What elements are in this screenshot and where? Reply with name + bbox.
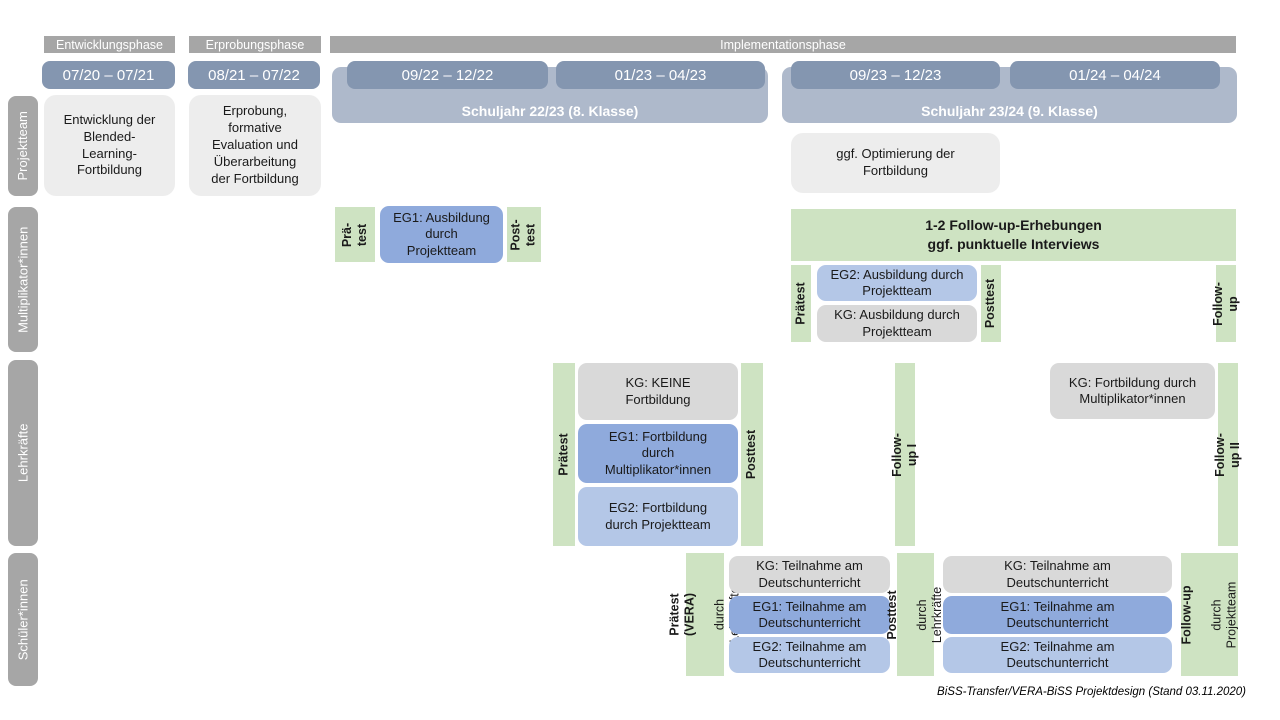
schoolyear-label-22-23: Schuljahr 22/23 (8. Klasse) [461, 103, 639, 119]
posttest-bar-multiplikatoren-2-text: Posttest [983, 278, 998, 329]
followup1-bar-lehrkraefte-text: Follow-up I [890, 432, 919, 477]
date-bar-08-21-07-22: 08/21 – 07/22 [188, 61, 320, 89]
followup-bar-schueler: Follow-up durch Projektteam [1180, 553, 1239, 676]
box-eg1-ausbildung-projektteam: EG1: Ausbildung durch Projektteam [380, 206, 503, 263]
row-label-projektteam-text: Projektteam [15, 111, 31, 181]
box-followup-erhebungen: 1-2 Follow-up-Erhebungen ggf. punktuelle… [791, 209, 1236, 261]
row-label-lehrkraefte-text: Lehrkräfte [15, 423, 31, 483]
box-eg1-fortbildung-multiplikatoren: EG1: Fortbildung durch Multiplikator*inn… [578, 424, 738, 483]
date-bar-09-23-12-23: 09/23 – 12/23 [791, 61, 1000, 89]
row-label-projektteam: Projektteam [8, 96, 38, 196]
box-entwicklung-fortbildung: Entwicklung der Blended- Learning- Fortb… [44, 95, 175, 196]
pretest-bar-multiplikatoren-1-text: Prä- test [339, 222, 369, 247]
box-kg-teilnahme-1: KG: Teilnahme am Deutschunterricht [729, 556, 890, 593]
date-bar-07-20-07-21: 07/20 – 07/21 [42, 61, 175, 89]
box-optimierung-fortbildung: ggf. Optimierung der Fortbildung [791, 133, 1000, 193]
box-eg2-teilnahme-2: EG2: Teilnahme am Deutschunterricht [943, 637, 1172, 673]
followup-schueler-bold: Follow-up [1179, 584, 1194, 645]
box-erprobung-evaluation: Erprobung, formative Evaluation und Über… [189, 95, 321, 196]
box-eg2-teilnahme-1: EG2: Teilnahme am Deutschunterricht [729, 637, 890, 673]
date-bar-09-22-12-22: 09/22 – 12/22 [347, 61, 548, 89]
pretest-bar-lehrkraefte-text: Prätest [556, 433, 571, 476]
followup2-bar-lehrkraefte: Follow-up II [1213, 363, 1242, 546]
posttest-bar-multiplikatoren-1-text: Post- test [509, 218, 538, 251]
pretest-bar-multiplikatoren-2: Prätest [791, 265, 811, 342]
pretest-bar-multiplikatoren-1: Prä- test [335, 207, 375, 262]
box-kg-ausbildung-projektteam: KG: Ausbildung durch Projektteam [817, 305, 977, 342]
followup-bar-multiplikatoren-text: Follow-up [1211, 281, 1240, 326]
box-eg2-ausbildung-projektteam: EG2: Ausbildung durch Projektteam [817, 265, 977, 301]
followup2-bar-lehrkraefte-text: Follow-up II [1213, 432, 1242, 477]
posttest-schueler-bold: Posttest [885, 589, 900, 640]
posttest-schueler-sub: durch Lehrkräfte [915, 586, 945, 643]
box-kg-teilnahme-2: KG: Teilnahme am Deutschunterricht [943, 556, 1172, 593]
posttest-bar-schueler: Posttest durch Lehrkräfte [886, 553, 945, 676]
phase-header-entwicklung: Entwicklungsphase [44, 36, 175, 53]
phase-header-implementation: Implementationsphase [330, 36, 1236, 53]
posttest-bar-multiplikatoren-1: Post- test [507, 207, 541, 262]
followup-bar-schueler-text: Follow-up durch Projektteam [1165, 581, 1255, 648]
box-eg1-teilnahme-1: EG1: Teilnahme am Deutschunterricht [729, 596, 890, 634]
pretest-bar-lehrkraefte: Prätest [553, 363, 575, 546]
pretest-vera-bar-schueler: Prätest (VERA) durch Lehrkräfte [668, 553, 742, 676]
followup1-bar-lehrkraefte: Follow-up I [890, 363, 919, 546]
row-label-lehrkraefte: Lehrkräfte [8, 360, 38, 546]
schoolyear-label-23-24: Schuljahr 23/24 (9. Klasse) [921, 103, 1098, 119]
date-bar-01-23-04-23: 01/23 – 04/23 [556, 61, 765, 89]
posttest-bar-lehrkraefte-text: Posttest [744, 429, 759, 480]
pretest-bar-multiplikatoren-2-text: Prätest [793, 282, 808, 325]
posttest-bar-multiplikatoren-2: Posttest [981, 265, 1001, 342]
diagram-caption: BiSS-Transfer/VERA-BiSS Projektdesign (S… [937, 686, 1246, 698]
row-label-schueler-text: Schüler*innen [15, 579, 31, 660]
posttest-bar-lehrkraefte: Posttest [741, 363, 763, 546]
box-eg1-teilnahme-2: EG1: Teilnahme am Deutschunterricht [943, 596, 1172, 634]
pretest-vera-bold: Prätest (VERA) [667, 592, 697, 637]
followup-schueler-sub: durch Projektteam [1209, 581, 1239, 648]
row-label-multiplikatoren: Multiplikator*innen [8, 207, 38, 352]
followup-bar-multiplikatoren: Follow-up [1211, 265, 1240, 342]
box-kg-keine-fortbildung: KG: KEINE Fortbildung [578, 363, 738, 420]
date-bar-01-24-04-24: 01/24 – 04/24 [1010, 61, 1220, 89]
phase-header-erprobung: Erprobungsphase [189, 36, 321, 53]
box-eg2-fortbildung-projektteam: EG2: Fortbildung durch Projektteam [578, 487, 738, 546]
row-label-multiplikatoren-text: Multiplikator*innen [15, 226, 31, 333]
box-kg-fortbildung-multiplikatoren: KG: Fortbildung durch Multiplikator*inne… [1050, 363, 1215, 419]
row-label-schueler: Schüler*innen [8, 553, 38, 686]
